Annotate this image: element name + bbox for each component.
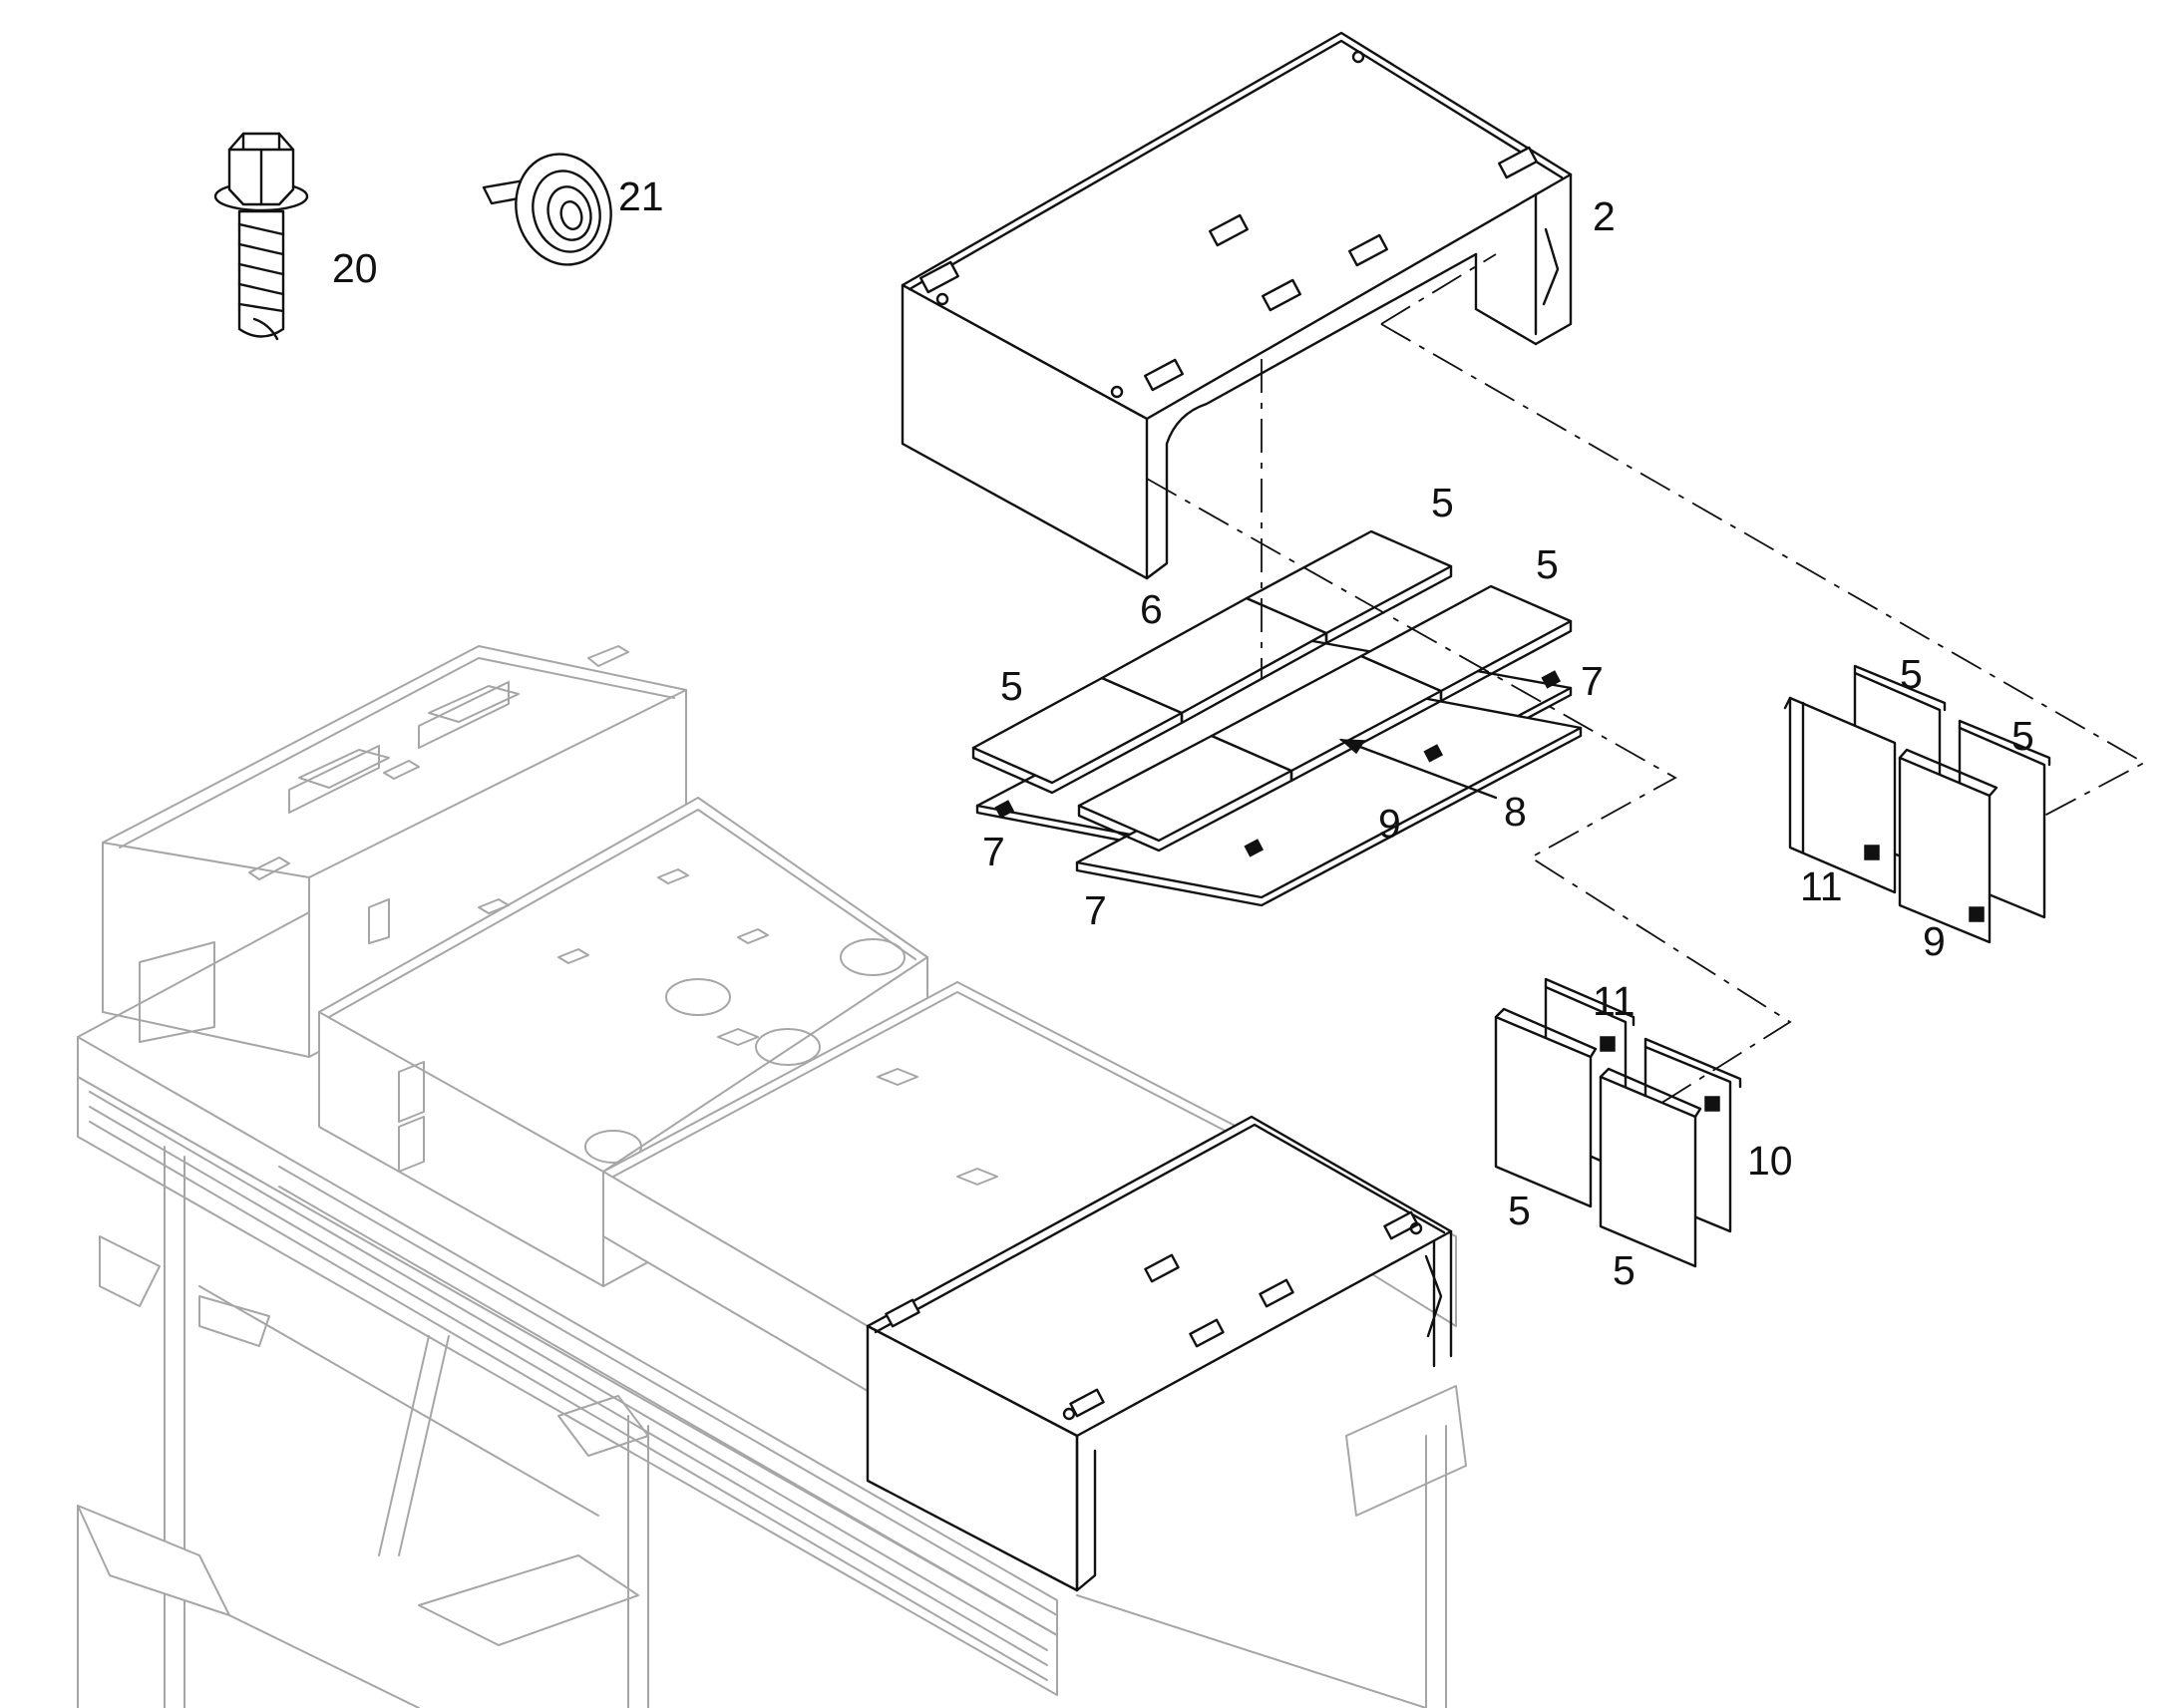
ghost-assembly [77,645,1467,1708]
callout-8: 8 [1504,789,1527,835]
callout-6: 6 [1140,586,1163,632]
callout-5: 5 [1536,541,1559,587]
callout-11: 11 [1593,978,1635,1024]
callout-21: 21 [618,173,664,219]
callout-9: 9 [1923,918,1946,964]
callout-11: 11 [1800,863,1843,909]
side-panel-group-lower [1494,977,1742,1268]
tape-roll-icon [482,153,612,266]
side-panel-group-upper [1783,664,2051,944]
callout-5: 5 [2011,713,2034,759]
callout-5: 5 [1613,1247,1635,1293]
center-panel-stack [971,529,1583,907]
callout-5: 5 [1000,663,1023,709]
callout-20: 20 [332,245,378,291]
assembled-enclosure [866,1115,1453,1592]
callout-7: 7 [1084,887,1107,933]
callout-10: 10 [1747,1138,1793,1184]
callout-5: 5 [1431,480,1454,525]
callout-2: 2 [1593,193,1616,239]
cover-part [901,31,1573,580]
assembly-leader-lines [1146,253,2146,1108]
callout-labels: 2 5 5 5 5 5 5 5 6 7 7 7 8 9 9 10 11 11 2… [332,173,2034,1293]
flange-bolt-icon [213,132,309,341]
callout-7: 7 [1581,658,1604,704]
callout-5: 5 [1900,651,1923,697]
callout-9: 9 [1378,801,1401,847]
callout-7: 7 [982,829,1005,874]
callout-5: 5 [1508,1188,1531,1233]
